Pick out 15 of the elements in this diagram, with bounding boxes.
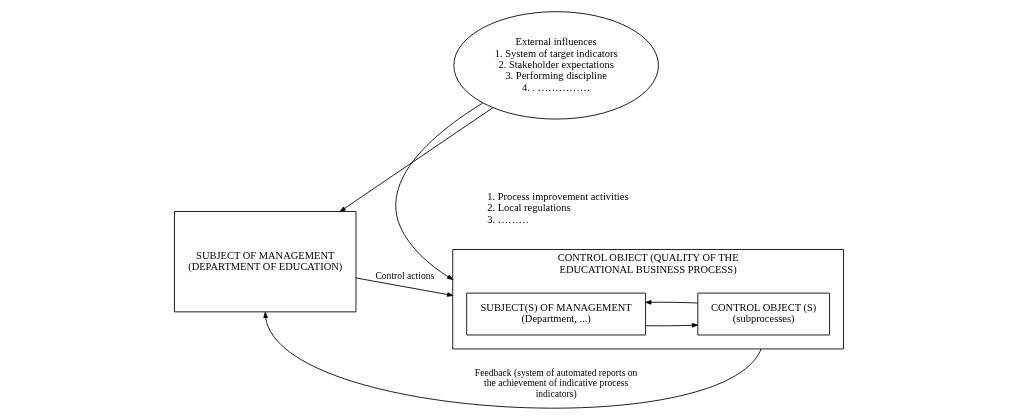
- edge-label: Control actions: [374, 269, 434, 281]
- arrow: [262, 311, 762, 409]
- node-box: CONTROL OBJECT (S) (subprocesses): [696, 292, 830, 336]
- node-box: SUBJECT(S) OF MANAGEMENT (Department, ...): [465, 292, 646, 336]
- label: 2. Local regulations: [486, 202, 571, 214]
- node-box: SUBJECT OF MANAGEMENT (DEPARTMENT OF EDUCATION): [173, 211, 356, 313]
- edge-label: Feedback (system of automated reports on the achievement of indicative process indicators): [474, 366, 637, 399]
- node-ellipse: External influences 1. System of target indicators 2. Stakeholder expectations 3. Performing discipline 4. . ……………: [452, 11, 659, 120]
- arrow: [355, 277, 453, 297]
- arrow: [395, 102, 483, 280]
- arrow: [339, 107, 493, 212]
- label: 3. ………: [486, 213, 529, 225]
- label: 1. Process improvement activities: [486, 190, 629, 202]
- arrow: [644, 323, 698, 328]
- arrow: [644, 300, 698, 305]
